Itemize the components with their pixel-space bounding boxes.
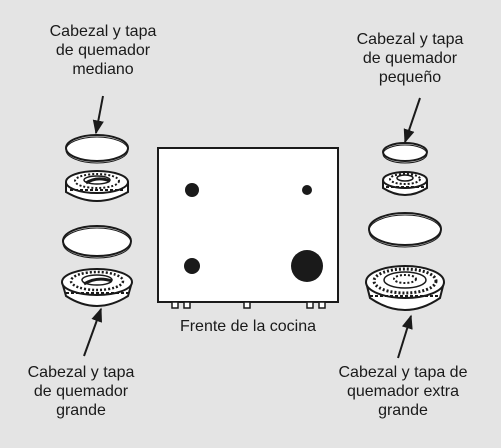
small-burner-cap <box>382 142 428 162</box>
label-large-burner-line-1: Cabezal y tapa <box>27 364 135 381</box>
label-medium-burner-line-3: mediano <box>72 61 134 78</box>
small-burner-head <box>382 171 428 196</box>
cooktop-foot <box>243 301 251 309</box>
extra-large-burner-cap <box>368 212 442 246</box>
label-small-burner-line-1: Cabezal y tapa <box>356 31 464 48</box>
large-burner-assembly <box>61 225 133 307</box>
cooktop-foot <box>306 301 314 309</box>
label-small-burner-line-2: de quemador <box>362 50 458 67</box>
small-burner-assembly <box>382 142 428 196</box>
arrow-extra-large-burner <box>397 314 413 359</box>
label-medium-burner-line-1: Cabezal y tapa <box>49 23 157 40</box>
label-extra-large-burner-line-1: Cabezal y tapa de <box>338 364 468 381</box>
extra-large-burner-assembly <box>365 212 445 311</box>
label-small-burner-line-3: pequeño <box>378 69 442 86</box>
label-large-burner-line-2: de quemador <box>33 383 129 400</box>
medium-burner-assembly <box>65 134 129 202</box>
label-extra-large-burner: Cabezal y tapa de quemador extra grande <box>318 363 488 420</box>
label-small-burner: Cabezal y tapa de quemador pequeño <box>335 30 485 87</box>
arrow-medium-burner <box>92 95 104 135</box>
label-large-burner: Cabezal y tapa de quemador grande <box>6 363 156 420</box>
label-medium-burner-line-2: de quemador <box>55 42 151 59</box>
cooktop <box>157 147 339 309</box>
label-extra-large-burner-line-3: grande <box>378 402 428 419</box>
burner-hole-medium <box>185 183 199 197</box>
burner-hole-large <box>184 258 200 274</box>
label-large-burner-line-3: grande <box>56 402 106 419</box>
label-cooktop-front-text: Frente de la cocina <box>179 318 317 335</box>
burner-hole-extra-large <box>291 250 323 282</box>
large-burner-head <box>61 268 133 307</box>
extra-large-burner-head <box>365 265 445 311</box>
label-cooktop-front: Frente de la cocina <box>168 317 328 336</box>
arrow-large-burner <box>83 307 102 357</box>
label-medium-burner: Cabezal y tapa de quemador mediano <box>28 22 178 79</box>
arrow-small-burner <box>403 97 421 144</box>
medium-burner-head <box>65 170 129 202</box>
cooktop-foot <box>183 301 191 309</box>
large-burner-cap <box>62 225 132 257</box>
cooktop-foot <box>318 301 326 309</box>
cooktop-foot <box>171 301 179 309</box>
burner-hole-small <box>302 185 312 195</box>
label-extra-large-burner-line-2: quemador extra <box>346 383 460 400</box>
medium-burner-cap <box>65 134 129 162</box>
